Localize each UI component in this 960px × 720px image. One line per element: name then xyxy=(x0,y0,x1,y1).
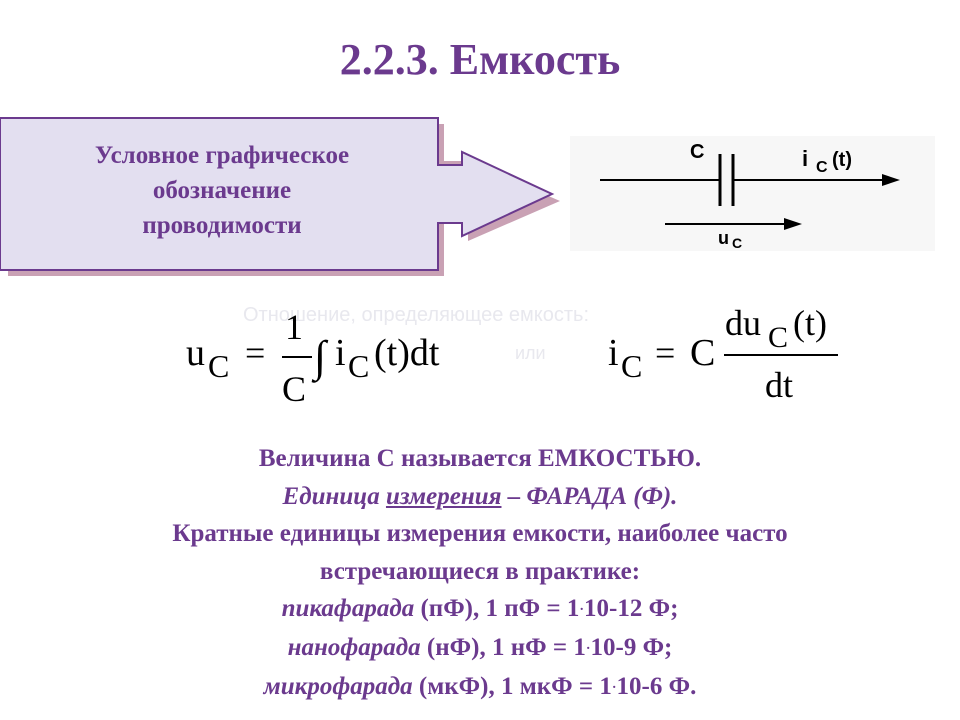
right-den: dt xyxy=(765,365,793,405)
voltage-label-u: u xyxy=(718,228,729,248)
nano-dot: · xyxy=(585,641,591,657)
right-i: i xyxy=(608,332,619,374)
micro-rest-b: 10-6 Ф. xyxy=(616,673,697,701)
nano-line: нанофарада (нФ), 1 нФ = 1·10-9 Ф; xyxy=(0,629,960,668)
nano-name: нанофарада xyxy=(287,634,421,662)
callout-line-2: обозначение xyxy=(152,177,292,204)
callout-arrow-box xyxy=(0,112,560,282)
right-num-sub: C xyxy=(768,321,788,354)
faint-caption: Отношение, определяющее емкость: xyxy=(243,304,589,326)
callout-line-1: Условное графическое xyxy=(94,142,350,169)
text-line-1: Величина С называется ЕМКОСТЬЮ. xyxy=(258,445,702,472)
capacitor-label: C xyxy=(690,141,704,163)
pico-rest-b: 10-12 Ф; xyxy=(584,595,679,622)
current-label-t: (t) xyxy=(832,149,852,171)
farad-definition: – ФАРАДА (Ф). xyxy=(507,482,678,510)
right-num-du: du xyxy=(725,303,761,343)
pico-dot: · xyxy=(579,602,585,618)
pico-rest-a: (пФ), 1 пФ = 1 xyxy=(420,595,580,622)
current-arrowhead xyxy=(882,174,900,186)
measurement-word: измерения xyxy=(385,482,502,510)
callout-arrow-shape xyxy=(0,117,560,276)
page-title: 2.2.3. Емкость xyxy=(339,35,621,84)
right-eq: = xyxy=(655,333,675,373)
pico-line: пикафарада (пФ), 1 пФ = 1·10-12 Ф; xyxy=(0,590,960,629)
or-label: или xyxy=(515,343,546,363)
text-line-2: Единица измерения – ФАРАДА (Ф). xyxy=(0,478,960,516)
micro-rest-a: (мкФ), 1 мкФ = 1 xyxy=(418,673,612,701)
right-num-t: (t) xyxy=(793,303,827,343)
callout-line-3: проводимости xyxy=(142,212,302,239)
right-i-sub: C xyxy=(621,348,642,384)
micro-name: микрофарада xyxy=(263,673,413,701)
left-u-sub: C xyxy=(208,348,229,384)
current-label-i: i xyxy=(802,146,808,171)
left-num: 1 xyxy=(285,307,303,347)
micro-line: микрофарада (мкФ), 1 мкФ = 1·10-6 Ф. xyxy=(0,668,960,707)
body-text: Величина С называется ЕМКОСТЬЮ. Единица … xyxy=(0,440,960,707)
nano-rest-b: 10-9 Ф; xyxy=(590,634,673,662)
unit-word: Единица xyxy=(282,482,380,510)
left-u: u xyxy=(186,332,205,374)
text-line-4: встречающиеся в практике: xyxy=(319,557,641,585)
capacitor-symbol-diagram: C i C (t) u C xyxy=(570,136,935,251)
nano-rest-a: (нФ), 1 нФ = 1 xyxy=(426,634,586,662)
micro-dot: · xyxy=(611,680,617,696)
integral-sign: ∫ xyxy=(311,332,329,383)
text-line-3: Кратные единицы измерения емкости, наибо… xyxy=(172,520,788,547)
left-eq: = xyxy=(245,333,265,373)
right-C: C xyxy=(690,332,715,374)
left-i-sub: C xyxy=(348,348,369,384)
voltage-arrowhead xyxy=(784,218,802,230)
voltage-label-sub: C xyxy=(732,235,742,251)
left-den: C xyxy=(282,369,306,409)
left-rest: (t)dt xyxy=(374,332,440,374)
left-i: i xyxy=(335,332,346,374)
current-label-sub: C xyxy=(816,159,828,176)
callout-text: Условное графическое обозначение проводи… xyxy=(22,138,422,243)
pico-name: пикафарада xyxy=(281,595,415,622)
formulas: Отношение, определяющее емкость: или u C… xyxy=(186,303,838,409)
